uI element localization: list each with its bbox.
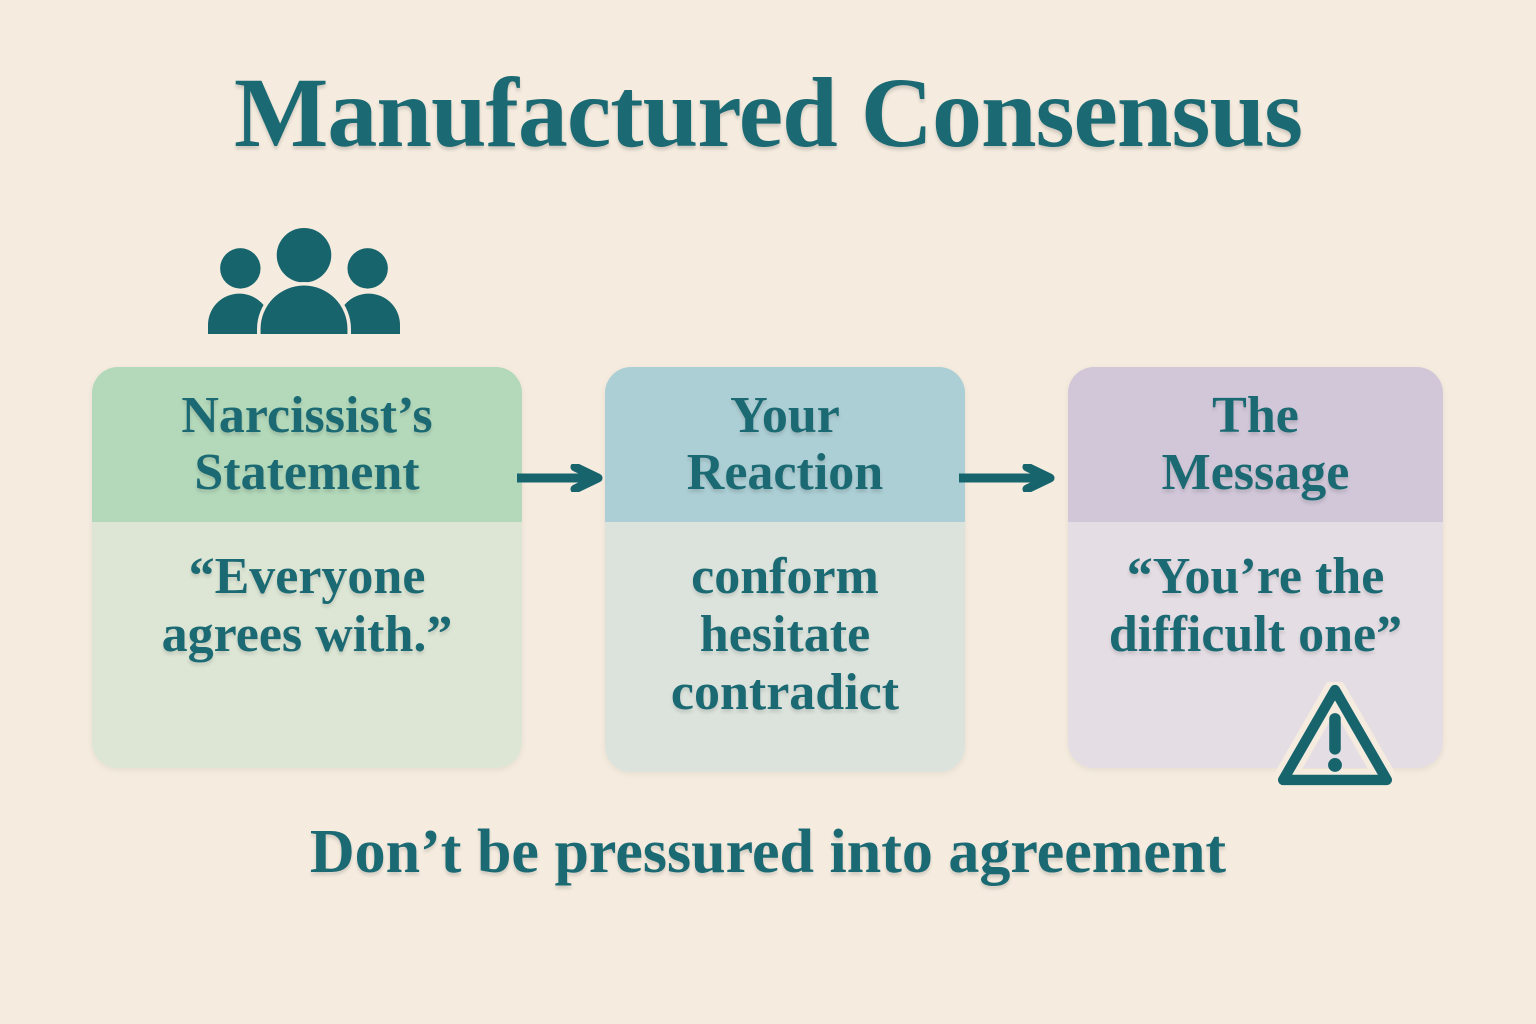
box-body-line: conform — [691, 548, 879, 605]
box-header-the-message: The Message — [1068, 367, 1443, 522]
arrow-right-icon — [959, 464, 1055, 492]
box-body-line: “Everyone — [188, 548, 426, 605]
person-body-right — [337, 293, 400, 335]
box-body-line: hesitate — [699, 606, 871, 664]
box-body-line: agrees with.” — [161, 606, 453, 664]
box-header-line: Narcissist’s — [181, 387, 433, 445]
box-the-message: The Message “You’re the difficult one” — [1068, 367, 1443, 788]
warning-triangle-icon — [1275, 682, 1395, 788]
box-body-line: contradict — [670, 664, 900, 722]
page-title: Manufactured Consensus — [234, 57, 1303, 168]
box-header-your-reaction: Your Reaction — [605, 367, 965, 522]
box-body-the-message: “You’re the difficult one” — [1068, 522, 1443, 788]
box-header-line: Message — [1161, 443, 1350, 501]
person-head-right — [347, 248, 388, 289]
box-body-your-reaction: conform hesitate contradict — [605, 522, 965, 772]
box-body-line: difficult one” — [1108, 606, 1403, 664]
arrow-right-icon — [517, 464, 603, 492]
person-head-left — [220, 248, 261, 289]
box-body-line: “You’re the — [1126, 548, 1385, 605]
person-body-left — [208, 293, 271, 335]
people-group-icon — [208, 227, 400, 335]
box-header-narcissists-statement: Narcissist’s Statement — [92, 367, 522, 522]
tagline-text: Don’t be pressured into agreement — [309, 818, 1227, 886]
person-head-center — [273, 227, 335, 287]
box-your-reaction: Your Reaction conform hesitate contradic… — [605, 367, 965, 772]
box-header-line: Statement — [194, 443, 420, 501]
box-header-line: The — [1212, 387, 1299, 445]
box-body-narcissists-statement: “Everyone agrees with.” — [92, 522, 522, 768]
person-body-center — [257, 282, 351, 335]
box-header-line: Your — [730, 387, 840, 445]
box-header-line: Reaction — [686, 443, 884, 501]
box-narcissists-statement: Narcissist’s Statement “Everyone agrees … — [92, 367, 522, 768]
